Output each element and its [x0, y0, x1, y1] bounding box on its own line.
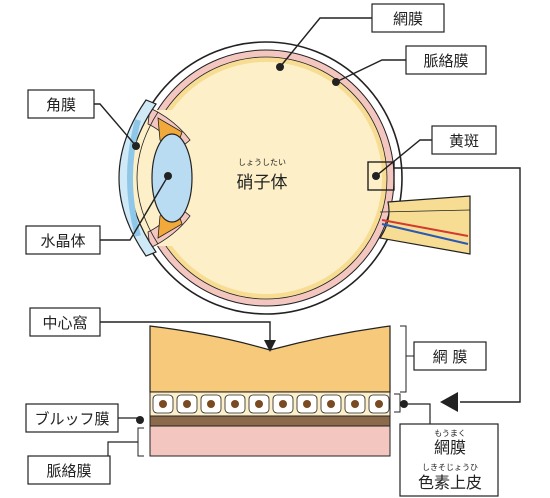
retina-bracket	[400, 325, 414, 393]
rpe-pigment-dot	[375, 400, 383, 408]
retina-detail	[149, 325, 391, 457]
svg-text:ブルッフ膜: ブルッフ膜	[34, 410, 109, 428]
rpe-pigment-dot	[351, 400, 359, 408]
retina-layer	[149, 325, 391, 393]
dot-cornea	[132, 142, 140, 150]
choroid-leader	[107, 427, 144, 457]
rpe-pigment-dot	[327, 400, 335, 408]
label-bruch: ブルッフ膜	[25, 403, 119, 433]
macula-box	[367, 161, 395, 191]
svg-text:しきそじょうひ: しきそじょうひ	[422, 463, 478, 472]
choroid-layer	[149, 425, 391, 457]
eyeball	[118, 41, 471, 315]
leader-lines	[94, 17, 521, 403]
svg-text:硝子体: 硝子体	[237, 173, 288, 193]
dot-choroid	[332, 78, 340, 86]
bruch-membrane	[149, 415, 391, 427]
sclera-front	[127, 119, 141, 237]
rpe-pigment-dot	[159, 400, 167, 408]
svg-text:中心窩: 中心窩	[42, 314, 87, 332]
svg-text:網 膜: 網 膜	[433, 348, 468, 366]
cornea-inner	[136, 111, 159, 245]
label-lens: 水晶体	[25, 225, 101, 255]
vitreous-body	[150, 62, 382, 294]
artery-line	[381, 219, 469, 237]
label-macula: 黄斑	[431, 125, 497, 155]
fovea-leader	[100, 321, 276, 352]
dot-lens	[164, 172, 172, 180]
label-vitreous: しょうしたい 硝子体	[237, 158, 288, 193]
svg-text:もうまく: もうまく	[434, 429, 466, 438]
label-choroid-top: 脈絡膜	[405, 45, 487, 75]
rpe-pigment-dot	[279, 400, 287, 408]
svg-text:水晶体: 水晶体	[40, 232, 85, 250]
bruch-leader	[118, 416, 144, 424]
rpe-pigment-dot	[231, 400, 239, 408]
lens-shape	[151, 133, 193, 223]
label-retina-layer: 網 膜	[413, 341, 487, 371]
rpe-cells	[152, 394, 390, 414]
dot-macula	[372, 172, 380, 180]
vein-line	[381, 223, 469, 245]
svg-text:黄斑: 黄斑	[449, 132, 479, 150]
svg-text:色素上皮: 色素上皮	[418, 473, 482, 492]
svg-text:しょうしたい: しょうしたい	[238, 158, 286, 167]
rpe-pigment-dot	[183, 400, 191, 408]
svg-text:網膜: 網膜	[393, 10, 423, 28]
svg-text:網膜: 網膜	[434, 438, 466, 457]
rpe-pigment-dot	[207, 400, 215, 408]
label-fovea: 中心窩	[29, 307, 101, 337]
svg-text:角膜: 角膜	[46, 96, 76, 114]
rpe-pigment-dot	[255, 400, 263, 408]
optic-nerve-sheath	[379, 209, 471, 213]
label-rpe: もうまく 網膜 しきそじょうひ 色素上皮	[399, 423, 499, 497]
rpe-leader	[394, 393, 431, 426]
label-retina-top: 網膜	[371, 3, 445, 33]
svg-text:脈絡膜: 脈絡膜	[423, 52, 468, 70]
label-choroid-bottom: 脈絡膜	[27, 455, 111, 485]
svg-text:脈絡膜: 脈絡膜	[46, 462, 91, 480]
dot-retina	[276, 63, 284, 71]
rpe-pigment-dot	[303, 400, 311, 408]
optic-nerve	[378, 195, 471, 255]
arrow-to-detail	[440, 392, 458, 412]
label-cornea: 角膜	[27, 89, 95, 119]
